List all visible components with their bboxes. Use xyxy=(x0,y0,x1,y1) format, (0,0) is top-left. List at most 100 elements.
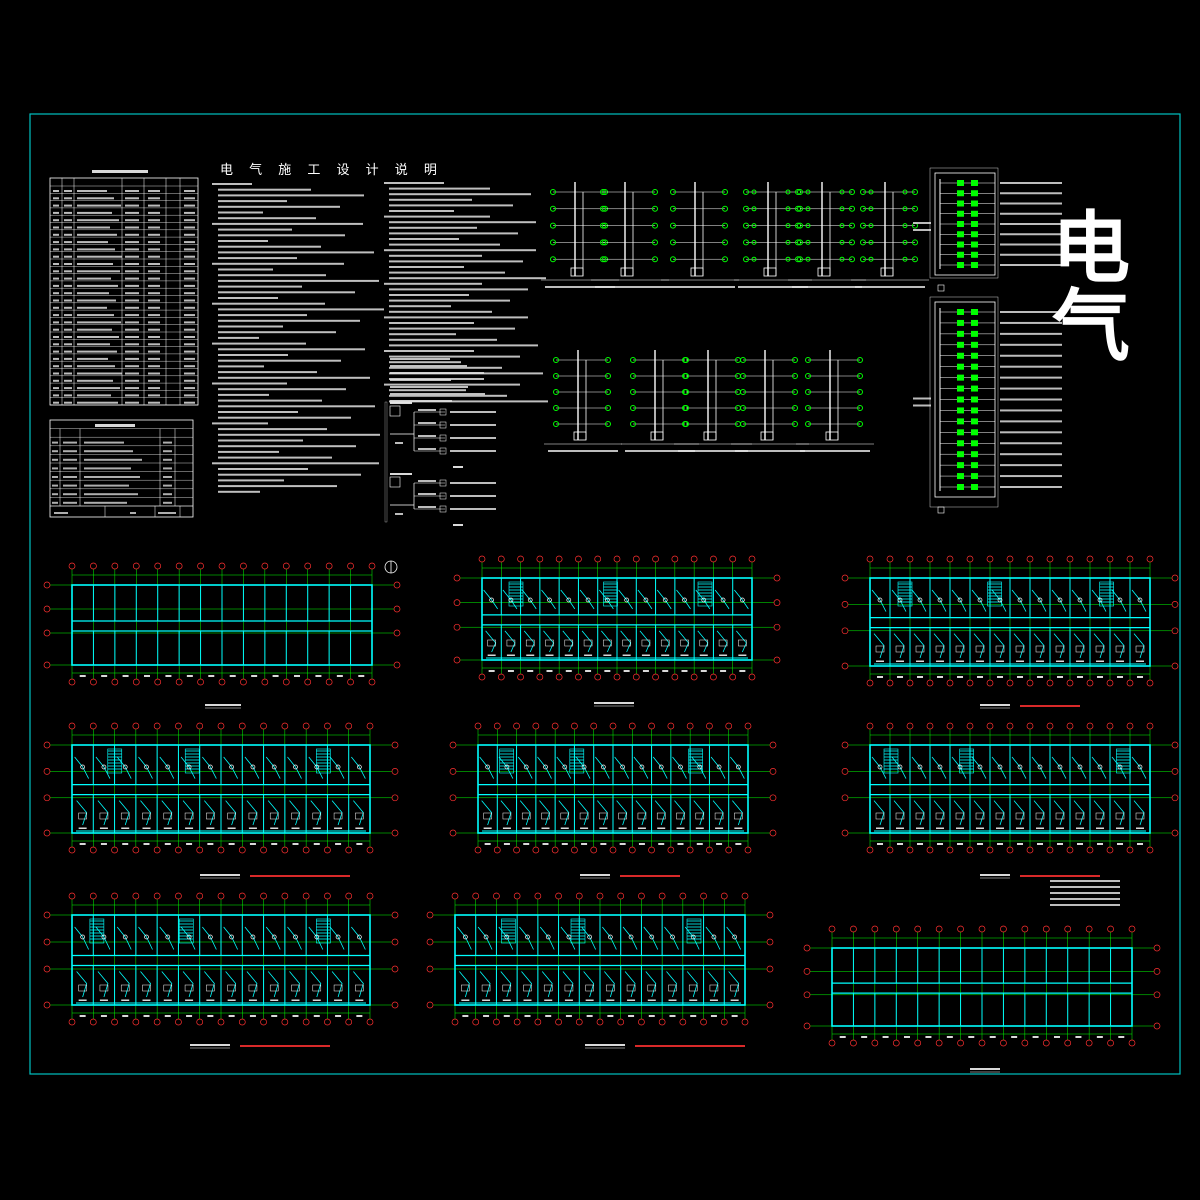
axis-bubble xyxy=(906,722,914,730)
light-fixture xyxy=(1037,764,1043,770)
axis-bubble xyxy=(347,678,354,686)
axis-bubble xyxy=(68,722,76,730)
breaker xyxy=(971,330,978,337)
breaker xyxy=(957,396,964,403)
breaker xyxy=(971,429,978,436)
axis-bubble xyxy=(1006,846,1014,854)
axis-bubble xyxy=(282,678,290,686)
axis-bubble xyxy=(43,794,51,802)
axis-bubble xyxy=(700,892,707,900)
light-fixture xyxy=(897,764,903,770)
axis-bubble xyxy=(1146,679,1154,687)
riser-device xyxy=(722,222,728,229)
axis-bubble xyxy=(261,678,269,686)
riser-device xyxy=(902,223,908,229)
axis-bubble xyxy=(1064,925,1072,933)
axis-bubble xyxy=(132,1018,140,1026)
axis-bubble xyxy=(946,555,954,563)
axis-bubble xyxy=(551,722,559,730)
riser-device xyxy=(605,373,611,379)
breaker xyxy=(971,363,978,370)
riser-device xyxy=(740,389,746,395)
axis-bubble xyxy=(725,722,733,730)
riser-device xyxy=(868,189,874,195)
riser-device xyxy=(860,239,866,246)
axis-bubble xyxy=(1085,1039,1093,1047)
riser-device xyxy=(857,405,863,411)
riser-device xyxy=(605,405,611,411)
axis-bubble xyxy=(474,846,482,854)
axis-bubble xyxy=(345,892,353,900)
axis-bubble xyxy=(658,892,666,900)
axis-bubble xyxy=(132,562,140,570)
axis-bubble xyxy=(43,741,51,749)
breaker xyxy=(971,221,978,227)
axis-bubble xyxy=(871,1039,879,1047)
light-fixture xyxy=(620,764,625,770)
axis-bubble xyxy=(632,673,640,681)
panel-schedule-right xyxy=(913,167,1062,514)
riser-device xyxy=(868,206,874,212)
breaker xyxy=(957,319,964,326)
axis-bubble xyxy=(474,722,482,730)
axis-bubble xyxy=(935,1039,943,1047)
light-fixture xyxy=(271,764,277,770)
light-fixture xyxy=(581,764,587,770)
axis-bubble xyxy=(555,673,563,681)
riser-device xyxy=(860,205,866,212)
axis-bubble xyxy=(153,846,161,854)
light-fixture xyxy=(357,934,362,940)
axis-bubble xyxy=(175,892,182,900)
axis-bubble xyxy=(596,892,604,900)
axis-bubble xyxy=(1066,679,1074,687)
breaker xyxy=(957,231,964,238)
axis-bubble xyxy=(1171,794,1179,802)
axis-bubble xyxy=(946,679,954,687)
axis-bubble xyxy=(426,911,434,919)
axis-bubble xyxy=(513,722,520,730)
axis-bubble xyxy=(217,722,225,730)
axis-bubble xyxy=(391,965,399,973)
axis-bubble xyxy=(773,623,781,631)
light-fixture xyxy=(504,934,510,940)
riser-device xyxy=(683,421,689,427)
riser-device xyxy=(797,222,803,229)
axis-bubble xyxy=(368,562,376,570)
light-fixture xyxy=(1097,764,1103,770)
axis-bubble xyxy=(43,1001,51,1009)
breaker xyxy=(957,385,964,392)
light-fixture xyxy=(917,764,923,770)
riser-device xyxy=(792,357,798,363)
axis-bubble xyxy=(393,581,401,589)
axis-bubble xyxy=(720,892,728,900)
riser-device xyxy=(805,373,811,379)
axis-bubble xyxy=(324,846,331,854)
axis-bubble xyxy=(926,846,934,854)
riser-device xyxy=(550,239,556,246)
axis-bubble xyxy=(393,629,401,637)
riser-device xyxy=(797,205,803,212)
axis-bubble xyxy=(841,829,849,837)
axis-bubble xyxy=(555,1018,562,1026)
breaker xyxy=(971,231,978,238)
axis-bubble xyxy=(426,1001,434,1009)
light-fixture xyxy=(937,764,943,770)
axis-bubble xyxy=(1086,846,1094,854)
light-fixture xyxy=(670,934,675,940)
riser-device xyxy=(740,405,746,411)
riser-device xyxy=(860,256,866,263)
axis-bubble xyxy=(218,678,226,686)
axis-bubble xyxy=(966,555,974,563)
discipline-title: 电气 xyxy=(1052,204,1133,372)
axis-bubble xyxy=(366,892,374,900)
axis-bubble xyxy=(613,555,621,563)
breaker xyxy=(971,462,978,469)
axis-bubble xyxy=(571,722,578,730)
riser-device xyxy=(785,256,791,262)
riser-device xyxy=(722,205,728,212)
axis-bubble xyxy=(946,722,954,730)
axis-bubble xyxy=(1107,1039,1114,1047)
axis-bubble xyxy=(1126,722,1134,730)
axis-bubble xyxy=(638,1018,645,1026)
light-fixture xyxy=(1057,597,1063,603)
